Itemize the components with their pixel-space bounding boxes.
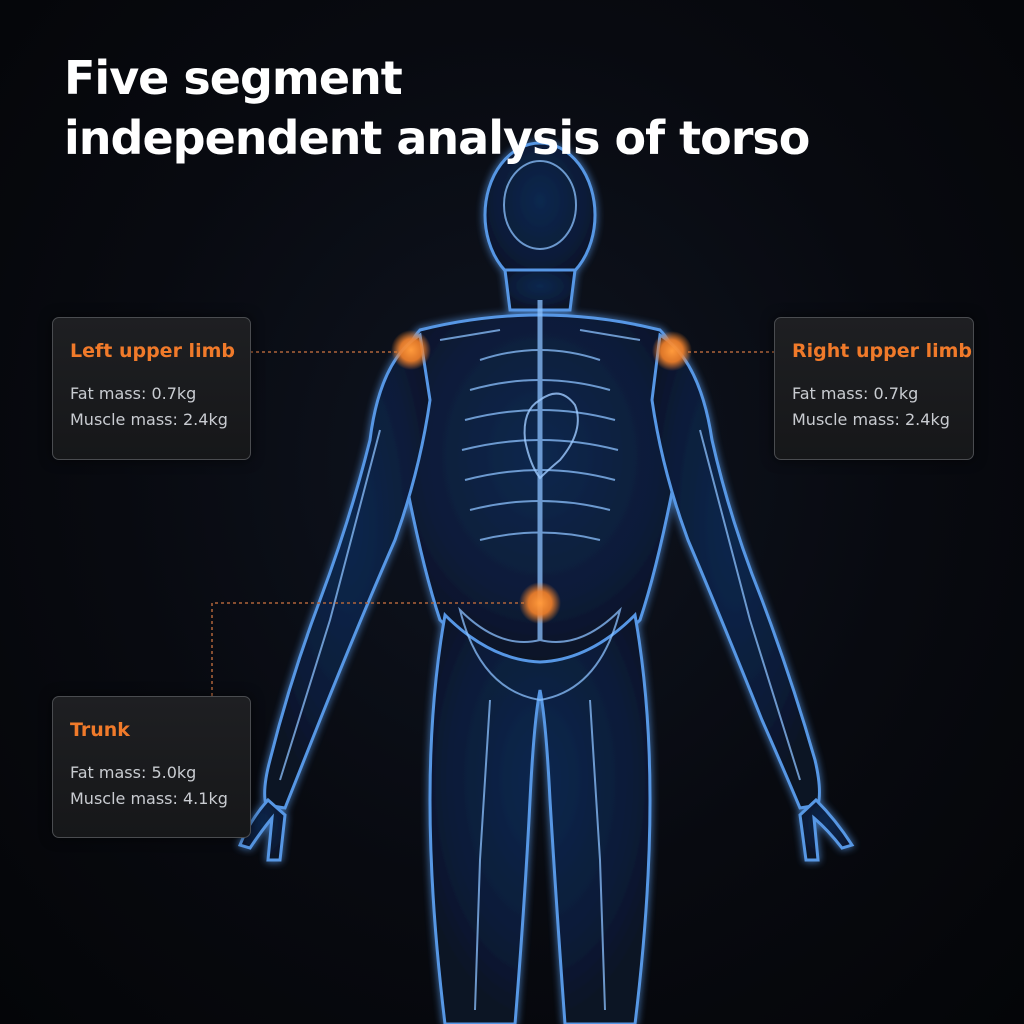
left-upper-limb-card: Left upper limb Fat mass: 0.7kg Muscle m… (52, 317, 251, 460)
title-line-1: Five segment (64, 51, 403, 105)
title-line-2: independent analysis of torso (64, 111, 810, 165)
left-upper-limb-fat: Fat mass: 0.7kg (70, 384, 197, 403)
left-upper-limb-title: Left upper limb (70, 340, 235, 362)
body-silhouette (237, 141, 855, 1024)
right-upper-limb-fat: Fat mass: 0.7kg (792, 384, 919, 403)
heart (523, 392, 579, 480)
right-upper-limb-title: Right upper limb (792, 340, 972, 362)
left-upper-limb-muscle: Muscle mass: 2.4kg (70, 410, 228, 429)
right-upper-limb-card: Right upper limb Fat mass: 0.7kg Muscle … (774, 317, 974, 460)
right-upper-limb-muscle: Muscle mass: 2.4kg (792, 410, 950, 429)
trunk-fat: Fat mass: 5.0kg (70, 763, 197, 782)
trunk-card: Trunk Fat mass: 5.0kg Muscle mass: 4.1kg (52, 696, 251, 838)
trunk-title: Trunk (70, 719, 130, 741)
trunk-muscle: Muscle mass: 4.1kg (70, 789, 228, 808)
page-title: Five segment independent analysis of tor… (64, 48, 810, 168)
